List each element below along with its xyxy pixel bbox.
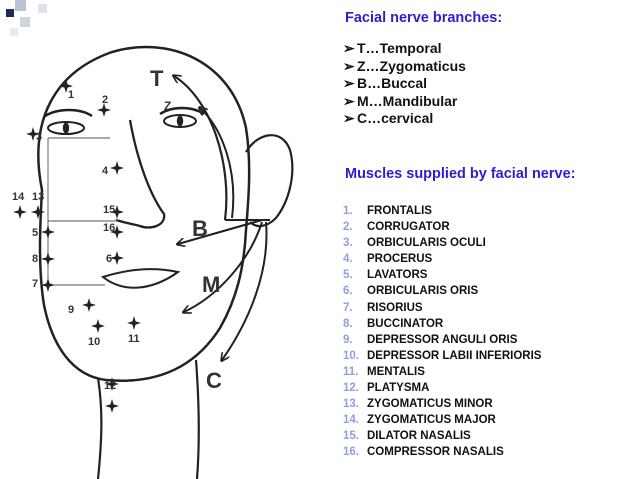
mandibular-branch	[184, 221, 263, 312]
muscle-number-14: 14	[12, 191, 25, 203]
corner-decoration	[0, 0, 638, 40]
muscle-item: 13.ZYGOMATICUS MINOR	[343, 398, 493, 411]
muscle-item: 4.PROCERUS	[343, 253, 433, 266]
muscle-item: 14.ZYGOMATICUS MAJOR	[343, 414, 496, 427]
muscle-markers	[13, 79, 141, 413]
muscle-item: 15.DILATOR NASALIS	[343, 430, 471, 443]
branch-letter-m: M	[202, 272, 220, 297]
muscle-number-15: 15	[103, 204, 115, 216]
muscle-number-8: 8	[32, 253, 38, 265]
arrow-bullet-icon: ➢	[343, 57, 355, 74]
arrow-bullet-icon: ➢	[343, 92, 355, 109]
cervical-branch	[222, 221, 268, 360]
muscles-list: 1.FRONTALIS 2.CORRUGATOR 3.ORBICULARIS O…	[343, 203, 541, 461]
branch-letter-c: C	[206, 368, 222, 393]
muscle-item: 6.ORBICULARIS ORIS	[343, 285, 479, 298]
branch-item: ➢C…cervical	[343, 110, 434, 126]
muscle-item: 12.PLATYSMA	[343, 382, 430, 395]
ear	[245, 134, 294, 228]
branch-letter-b: B	[192, 216, 208, 241]
muscle-number-5: 5	[32, 227, 38, 239]
muscle-number-7: 7	[32, 278, 38, 290]
muscles-title: Muscles supplied by facial nerve:	[345, 166, 576, 182]
muscle-number-9: 9	[68, 304, 74, 316]
muscle-number-1: 1	[68, 89, 74, 101]
muscle-item: 5.LAVATORS	[343, 269, 428, 282]
branch-letter-t: T	[150, 66, 164, 91]
muscle-number-11: 11	[128, 333, 140, 345]
muscle-item: 11.MENTALIS	[343, 365, 425, 378]
buccal-branch	[178, 218, 263, 244]
branches-list: ➢T…Temporal ➢Z…Zygomaticus ➢B…Buccal ➢M……	[343, 40, 466, 128]
muscle-number-2: 2	[102, 94, 108, 106]
muscle-item: 10.DEPRESSOR LABII INFERIORIS	[343, 349, 542, 362]
legend-panel: Facial nerve branches: ➢T…Temporal ➢Z…Zy…	[343, 0, 638, 479]
muscle-number-6: 6	[106, 253, 112, 265]
arrow-bullet-icon: ➢	[343, 40, 355, 56]
muscle-number-10: 10	[88, 336, 100, 348]
left-eyebrow	[44, 108, 93, 118]
muscle-number-3: 3	[36, 131, 42, 143]
right-eye	[163, 114, 197, 128]
muscle-item: 16.COMPRESSOR NASALIS	[343, 446, 504, 459]
zygomatic-branch	[200, 108, 235, 219]
muscle-number-13: 13	[32, 191, 44, 203]
branch-item: ➢M…Mandibular	[343, 92, 458, 109]
branch-item: ➢T…Temporal	[343, 40, 442, 56]
branch-item: ➢Z…Zygomaticus	[343, 57, 466, 74]
muscle-item: 1.FRONTALIS	[343, 205, 432, 217]
branch-letter-z: Z	[164, 99, 171, 113]
left-eye	[47, 121, 85, 135]
mouth	[100, 268, 181, 289]
muscle-item: 9.DEPRESSOR ANGULI ORIS	[343, 333, 518, 346]
muscle-item: 2.CORRUGATOR	[343, 221, 450, 234]
nose	[115, 119, 166, 229]
branch-item: ➢B…Buccal	[343, 75, 428, 91]
muscle-number-4: 4	[102, 165, 109, 177]
arrow-bullet-icon: ➢	[343, 110, 355, 126]
muscle-number-12: 12	[104, 380, 116, 392]
muscle-item: 8.BUCCINATOR	[343, 317, 444, 330]
arrow-bullet-icon: ➢	[343, 75, 355, 91]
muscle-number-16: 16	[103, 222, 115, 234]
neck	[96, 377, 103, 479]
branches-title: Facial nerve branches:	[345, 10, 503, 26]
muscle-item: 7.RISORIUS	[343, 301, 423, 314]
muscle-item: 3.ORBICULARIS OCULI	[343, 237, 486, 250]
temporal-branch	[174, 76, 228, 221]
